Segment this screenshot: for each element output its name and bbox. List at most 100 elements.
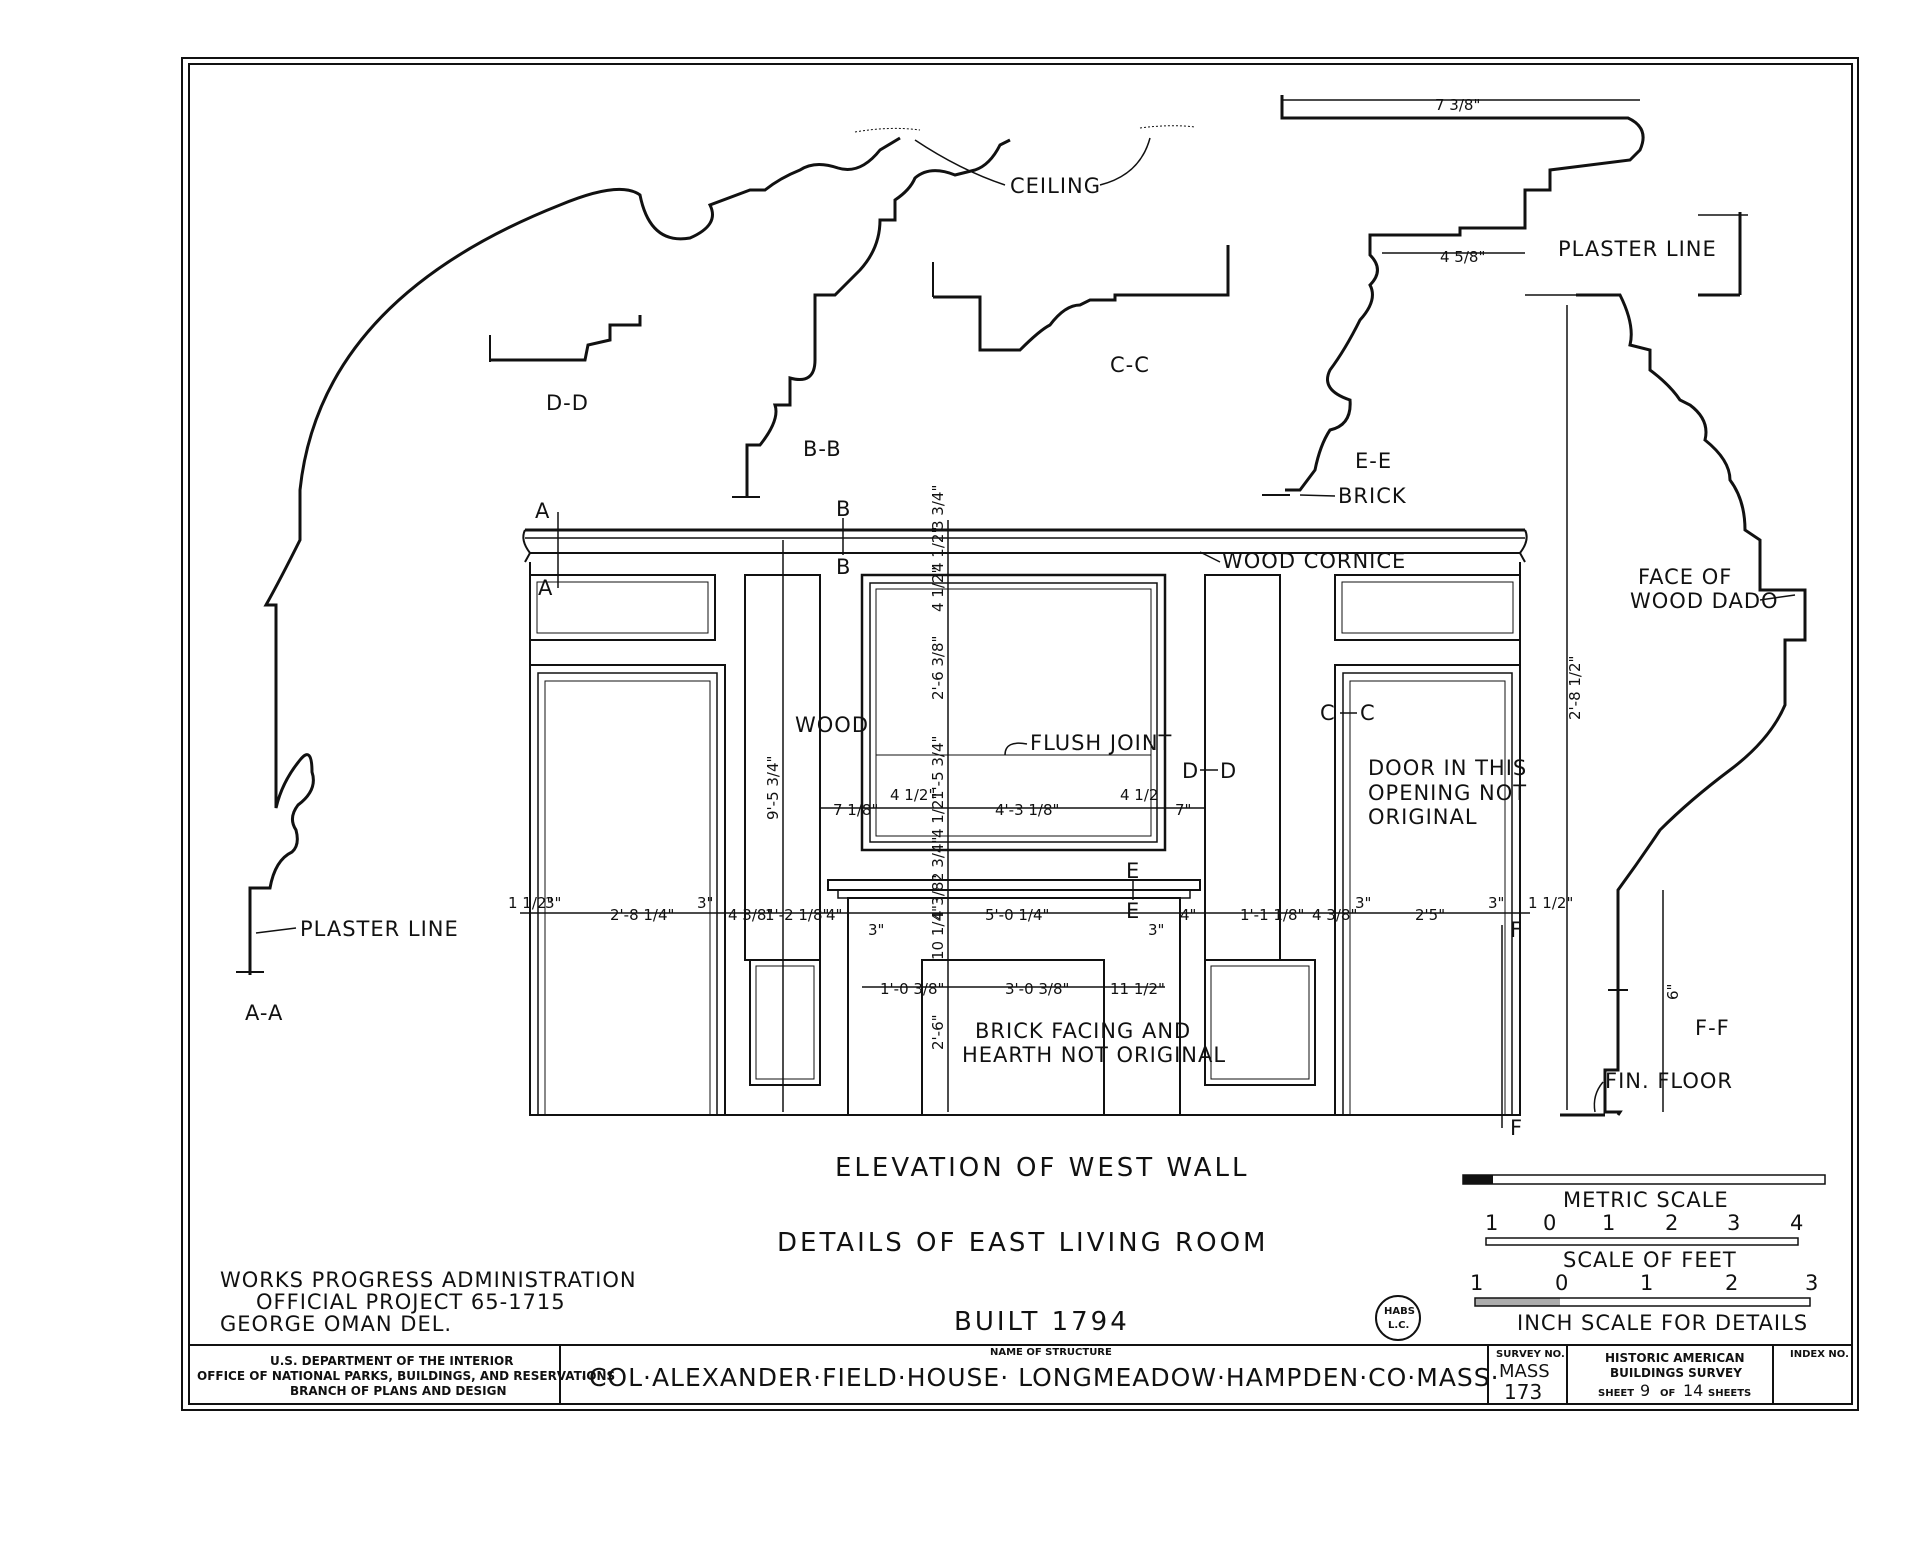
agency-line2: OFFICE OF NATIONAL PARKS, BUILDINGS, AND… — [197, 1369, 615, 1383]
structure-name: ·COL·ALEXANDER·FIELD·HOUSE· LONGMEADOW·H… — [580, 1363, 1500, 1392]
row-dim-16: 3" — [1488, 894, 1504, 912]
survey-number: 173 — [1504, 1380, 1542, 1404]
wood-label: WOOD — [795, 713, 869, 737]
right-tall-panel — [1204, 574, 1281, 961]
door-note-line2: OPENING NOT — [1368, 781, 1527, 805]
marker-f-bottom: F — [1510, 1116, 1523, 1140]
row-dim-7: 4" — [826, 906, 842, 924]
ee-dim-top-text: 7 3/8" — [1435, 96, 1480, 114]
mantel-shelf-lower — [837, 889, 1191, 899]
agency-line3: BRANCH OF PLANS AND DESIGN — [290, 1384, 507, 1398]
dim-opening-height-text: 2'-6" — [929, 1014, 947, 1050]
left-door-frame-inner — [537, 672, 718, 1116]
details-title: DETAILS OF EAST LIVING ROOM — [777, 1228, 1268, 1258]
flush-joint-label: FLUSH JOINT — [1030, 731, 1172, 755]
inch-scale-label: INCH SCALE FOR DETAILS — [1517, 1311, 1808, 1335]
upper-right-panel-inner — [1341, 581, 1514, 634]
profile-bb — [745, 138, 1011, 497]
profile-ee — [1280, 95, 1645, 492]
overmantel-outer — [860, 573, 1167, 852]
wood-cornice-label: WOOD CORNICE — [1222, 549, 1406, 573]
profile-dd — [490, 315, 642, 362]
profile-aa — [248, 136, 901, 975]
section-dd-label: D-D — [546, 391, 589, 415]
dim-frame-right-text: 7" — [1175, 801, 1191, 819]
sheet-number: 9 — [1640, 1381, 1650, 1400]
agency-line1: U.S. DEPARTMENT OF THE INTERIOR — [270, 1354, 513, 1368]
name-caption: NAME OF STRUCTURE — [990, 1347, 1112, 1358]
section-ee-label: E-E — [1355, 449, 1392, 473]
metric-scale-bar — [1462, 1174, 1826, 1185]
credits-line3: GEORGE OMAN DEL. — [220, 1312, 452, 1336]
mantel-surround — [847, 897, 1181, 1116]
profile-ff — [1576, 293, 1807, 1116]
metric-tick-5: 4 — [1790, 1211, 1804, 1235]
metric-tick-2: 1 — [1602, 1211, 1616, 1235]
section-cc-label: C-C — [1110, 353, 1150, 377]
upper-left-panel — [529, 574, 716, 641]
fin-floor-leader — [1593, 1081, 1604, 1113]
ceiling-hatch-mid — [1139, 125, 1196, 129]
right-low-panel — [1204, 959, 1316, 1086]
metric-scale-fill — [1463, 1175, 1493, 1184]
fin-floor-label: FIN. FLOOR — [1605, 1069, 1733, 1093]
upper-left-panel-inner — [536, 581, 709, 634]
left-door-opening — [544, 680, 711, 1116]
brick-facing-line1: BRICK FACING AND — [975, 1019, 1191, 1043]
habs-line1: HISTORIC AMERICAN — [1605, 1351, 1745, 1365]
dim-frame-bottom-text: 4 1/2" — [929, 793, 947, 838]
door-note-line1: DOOR IN THIS — [1368, 756, 1527, 780]
row-dim-4: 3" — [697, 894, 713, 912]
row-dim-8: 3" — [868, 921, 884, 939]
dim-cornice-gap-text: 4 1/2" — [929, 527, 947, 572]
row-dim-3: 2'-8 1/4" — [610, 906, 674, 924]
metric-scale-label: METRIC SCALE — [1563, 1188, 1729, 1212]
marker-d-right: D — [1220, 759, 1237, 783]
mantel-shelf — [827, 879, 1201, 891]
feet-tick-3: 2 — [1725, 1271, 1739, 1295]
plaster-line-right-label: PLASTER LINE — [1558, 237, 1717, 261]
row-dim-5: 4 3/8" — [728, 906, 773, 924]
ceiling-hatch-left — [854, 127, 921, 133]
dim-opening-right-text: 11 1/2" — [1110, 980, 1165, 998]
inch-scale-fill — [1475, 1298, 1560, 1306]
ee-dim-mid-text: 4 5/8" — [1440, 248, 1485, 266]
overmantel-mid — [869, 582, 1158, 843]
feet-scale-label: SCALE OF FEET — [1563, 1248, 1737, 1272]
ceiling-label: CEILING — [1010, 174, 1101, 198]
marker-b-bottom: B — [836, 555, 851, 579]
feet-tick-2: 1 — [1640, 1271, 1654, 1295]
marker-f-top: F — [1510, 918, 1523, 942]
metric-tick-4: 3 — [1727, 1211, 1741, 1235]
dim-opening-width-text: 3'-0 3/8" — [1005, 980, 1069, 998]
metric-tick-3: 2 — [1665, 1211, 1679, 1235]
row-dim-14: 3" — [1355, 894, 1371, 912]
elevation-title: ELEVATION OF WEST WALL — [835, 1153, 1249, 1183]
overall-height-text: 9'-5 3/4" — [764, 756, 782, 820]
row-dim-13: 4 3/8" — [1312, 906, 1357, 924]
dim-mantel-height-text: 10 1/4" — [929, 905, 947, 960]
overmantel-inner — [875, 588, 1152, 837]
left-door-frame — [529, 664, 726, 1116]
marker-a-top: A — [535, 499, 550, 523]
survey-state: MASS — [1499, 1361, 1550, 1382]
face-wood-dado-leader — [1759, 594, 1796, 601]
row-dim-2: 3" — [545, 894, 561, 912]
built-label: BUILT 1794 — [954, 1307, 1130, 1337]
sheet-total: 14 — [1683, 1381, 1703, 1400]
profile-cc — [933, 245, 1230, 352]
plaster-line-left-label: PLASTER LINE — [300, 917, 459, 941]
feet-tick-4: 3 — [1805, 1271, 1819, 1295]
dim-frame-left-text: 7 1/8" — [833, 801, 878, 819]
cornice-left-end — [522, 529, 532, 563]
sheet-suffix: SHEETS — [1708, 1388, 1751, 1399]
seal-line2: L.C. — [1388, 1320, 1409, 1331]
metric-tick-0: 1 — [1485, 1211, 1499, 1235]
sheet-prefix: SHEET — [1598, 1388, 1634, 1399]
flush-joint-leader — [1004, 742, 1028, 756]
row-dim-15: 2'5" — [1415, 906, 1445, 924]
ff-dim-height-text: 2'-8 1/2" — [1566, 656, 1584, 720]
dim-frame-inner-right-text: 4 1/2 — [1120, 786, 1158, 804]
dim-frame-upper-text: 2'-6 3/8" — [929, 636, 947, 700]
marker-e-bottom: E — [1126, 899, 1140, 923]
